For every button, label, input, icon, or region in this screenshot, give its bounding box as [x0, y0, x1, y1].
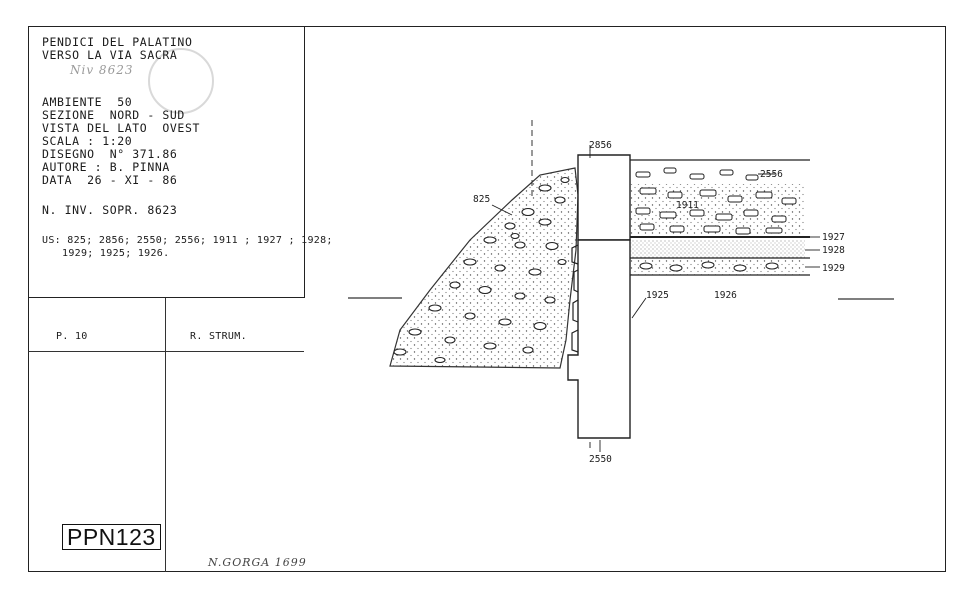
leader-lines [491, 150, 820, 452]
vista-text: VISTA DEL LATO OVEST [42, 121, 200, 135]
autore-text: AUTORE : B. PINNA [42, 160, 170, 174]
table-cell-strum: R. STRUM. [190, 331, 247, 342]
us-list-line-1: US: 825; 2856; 2550; 2556; 1911 ; 1927 ;… [42, 235, 333, 246]
handwritten-reference: Niv 8623 [70, 63, 134, 77]
label-us-1928: 1928 [822, 245, 845, 256]
label-us-2556: 2556 [760, 169, 783, 180]
label-us-1911: 1911 [676, 200, 699, 211]
us-list-line-2: 1929; 1925; 1926. [62, 248, 170, 259]
table-divider-horizontal [28, 351, 304, 352]
label-us-825: 825 [473, 194, 490, 205]
label-us-1926: 1926 [714, 290, 737, 301]
wall-face-steps [571, 244, 579, 353]
table-cell-p: P. 10 [56, 331, 88, 342]
us-2550-wall [567, 239, 631, 439]
label-us-1925: 1925 [646, 290, 669, 301]
data-text: DATA 26 - XI - 86 [42, 173, 178, 187]
label-us-1929: 1929 [822, 263, 845, 274]
us-1929-layer [630, 259, 805, 275]
disegno-text: DISEGNO N° 371.86 [42, 147, 178, 161]
inventory-number: N. INV. SOPR. 8623 [42, 203, 178, 217]
scala-text: SCALA : 1:20 [42, 134, 133, 148]
us-2856-wall [577, 154, 631, 241]
title-block [28, 26, 305, 298]
us-1929-stones [639, 261, 779, 272]
us-825-stones [393, 176, 570, 364]
signature: N.GORGA 1699 [208, 556, 307, 569]
drawing-frame [28, 26, 946, 572]
title-line-2: VERSO LA VIA SACRA [42, 48, 178, 62]
us-1911-stones [635, 167, 797, 235]
archive-stamp [148, 48, 214, 114]
table-divider-vertical [165, 298, 166, 572]
label-us-2550: 2550 [589, 454, 612, 465]
label-us-1927: 1927 [822, 232, 845, 243]
title-line-1: PENDICI DEL PALATINO [42, 35, 193, 49]
us-1928-layer [630, 240, 805, 258]
catalog-code-box: PPN123 [62, 524, 161, 550]
ambiente-text: AMBIENTE 50 [42, 95, 133, 109]
label-us-2856: 2856 [589, 140, 612, 151]
us-825-fill [389, 167, 579, 369]
sezione-text: SEZIONE NORD - SUD [42, 108, 185, 122]
